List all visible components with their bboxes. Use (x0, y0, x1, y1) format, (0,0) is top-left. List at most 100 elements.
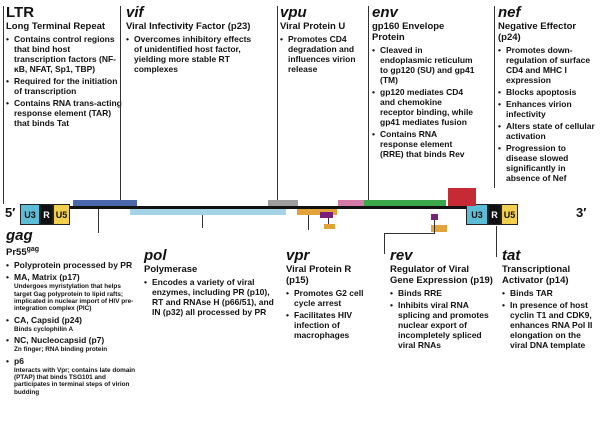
env-bullets: Cleaved in endoplasmic reticulum to gp12… (372, 45, 476, 159)
nef-panel: nef Negative Effector (p24) Promotes dow… (498, 5, 596, 185)
env-bullet: Contains RNA response element (RRE) that… (372, 129, 476, 159)
nef-title: nef (498, 4, 521, 21)
gag-bullet-text: p6 (14, 355, 24, 366)
pol-block (130, 209, 286, 215)
tat-panel: tat Transcriptional Activator (p14) Bind… (502, 248, 596, 352)
vpr-bullet: Promotes G2 cell cycle arrest (286, 288, 370, 308)
gag-bullet-text: NC, Nucleocapsid (p7) (14, 335, 105, 346)
gag-bullet-text: Polyprotein processed by PR (14, 260, 133, 271)
vpr-subtitle: Viral Protein R (p15) (286, 264, 352, 286)
vpr-bullet: Facilitates HIV infection of macrophages (286, 310, 370, 340)
vpr-panel: vpr Viral Protein R (p15) Promotes G2 ce… (286, 248, 370, 342)
rev-panel: rev Regulator of Viral Gene Expression (… (390, 248, 494, 352)
nef-bullets: Promotes down-regulation of surface CD4 … (498, 45, 596, 183)
tat-bullet: Binds TAR (502, 288, 596, 298)
rev-title: rev (390, 247, 413, 264)
three-prime-label: 3′ (576, 205, 587, 220)
env-bullet: Cleaved in endoplasmic reticulum to gp12… (372, 45, 476, 85)
pol-title: pol (144, 247, 167, 264)
leader-line (98, 209, 99, 233)
gag-panel: gag Pr55gag Polyprotein processed by PR … (6, 228, 138, 398)
nef-subtitle: Negative Effector (p24) (498, 21, 577, 43)
leader-line (202, 215, 203, 228)
leader-line (328, 218, 329, 224)
rev-bullet: Inhibits viral RNA splicing and promotes… (390, 300, 494, 350)
vpu-panel: vpu Viral Protein U Promotes CD4 degrada… (280, 5, 356, 76)
pol-bullets: Encodes a variety of viral enzymes, incl… (144, 277, 278, 317)
tat-subtitle: Transcriptional Activator (p14) (502, 264, 571, 286)
gag-title: gag (6, 227, 33, 244)
ltr-u5-box-right: U5 (501, 204, 518, 225)
ltr-panel: LTR Long Terminal Repeat Contains contro… (6, 5, 124, 130)
gag-subtitle-text: Pr55 (6, 247, 27, 259)
nef-bullet: Alters state of cellular activation (498, 121, 596, 141)
gag-bullet-note: Interacts with Vpr; contains late domain… (14, 366, 136, 396)
ltr-bullets: Contains control regions that bind host … (6, 34, 124, 128)
tat-exon-small (324, 224, 335, 229)
vpr-title: vpr (286, 247, 310, 264)
tat-bullet: In presence of host cyclin T1 and CDK9, … (502, 300, 596, 350)
gag-bullet: MA, Matrix (p17)Undergoes myristylation … (6, 272, 138, 313)
env-panel: env gp160 Envelope Protein Cleaved in en… (372, 5, 476, 161)
leader-line (434, 220, 435, 234)
gag-bullet: NC, Nucleocapsid (p7)Zn finger; RNA bind… (6, 335, 138, 353)
vif-bullets: Overcomes inhibitory effects of unidenti… (126, 34, 254, 74)
leader-line (368, 6, 369, 200)
gag-bullets: Polyprotein processed by PR MA, Matrix (… (6, 260, 138, 396)
gag-bullet: Polyprotein processed by PR (6, 260, 138, 270)
gag-subtitle-sup: gag (26, 246, 40, 253)
leader-line (496, 226, 497, 257)
rev-subtitle: Regulator of Viral Gene Expression (p19) (390, 264, 493, 286)
leader-line (308, 215, 309, 230)
vpr-block (297, 209, 319, 215)
nef-bullet: Blocks apoptosis (498, 87, 596, 97)
rev-exon2-block (431, 214, 438, 220)
env-block (364, 200, 446, 206)
vpu-block (338, 200, 365, 206)
nef-block (448, 188, 476, 206)
vpr-bullets: Promotes G2 cell cycle arrest Facilitate… (286, 288, 370, 340)
gag-block (73, 200, 137, 206)
gag-bullet-text: MA, Matrix (p17) (14, 272, 80, 283)
rev-exon1-block (320, 212, 333, 218)
five-prime-label: 5′ (5, 205, 16, 220)
vpu-bullets: Promotes CD4 degradation and influences … (280, 34, 356, 74)
ltr-u3-box-left: U3 (20, 204, 40, 225)
vif-block (268, 200, 298, 206)
pol-subtitle: Polymerase (144, 264, 198, 275)
leader-line (3, 6, 4, 204)
leader-line (120, 6, 121, 209)
ltr-u5-box-left: U5 (53, 204, 70, 225)
vif-bullet: Overcomes inhibitory effects of unidenti… (126, 34, 254, 74)
tat-bullets: Binds TAR In presence of host cyclin T1 … (502, 288, 596, 350)
vpu-subtitle: Viral Protein U (280, 21, 346, 32)
leader-line (384, 233, 385, 254)
ltr-r-box-left: R (40, 204, 53, 225)
gag-bullet-text: CA, Capsid (p24) (14, 314, 83, 325)
rev-bullets: Binds RRE Inhibits viral RNA splicing an… (390, 288, 494, 350)
pol-bullet: Encodes a variety of viral enzymes, incl… (144, 277, 278, 317)
leader-line (384, 233, 434, 234)
ltr-title: LTR (6, 4, 35, 21)
ltr-bullet: Required for the initiation of transcrip… (6, 76, 124, 96)
ltr-u3-box-right: U3 (466, 204, 488, 225)
vpu-title: vpu (280, 4, 307, 21)
ltr-bullet: Contains RNA trans-acting response eleme… (6, 98, 124, 128)
vif-subtitle: Viral Infectivity Factor (p23) (126, 21, 251, 32)
nef-bullet: Promotes down-regulation of surface CD4 … (498, 45, 596, 85)
env-bullet: gp120 mediates CD4 and chemokine recepto… (372, 87, 476, 127)
vpu-bullet: Promotes CD4 degradation and influences … (280, 34, 356, 74)
leader-line (494, 6, 495, 188)
nef-bullet: Enhances virion infectivity (498, 99, 596, 119)
ltr-subtitle: Long Terminal Repeat (6, 21, 106, 32)
vif-panel: vif Viral Infectivity Factor (p23) Overc… (126, 5, 254, 76)
ltr-r-box-right: R (488, 204, 501, 225)
gag-bullet-note: Zn finger; RNA binding protein (14, 346, 108, 354)
genome-backbone (70, 206, 466, 209)
nef-bullet: Progression to disease slowed significan… (498, 143, 596, 183)
tat-exon2-block (431, 225, 447, 232)
gag-bullet-note: Undergoes myristylation that helps targe… (14, 283, 134, 313)
gag-subtitle: Pr55gag (6, 244, 138, 258)
gag-bullet: CA, Capsid (p24)Binds cyclophilin A (6, 315, 138, 333)
rev-bullet: Binds RRE (390, 288, 494, 298)
